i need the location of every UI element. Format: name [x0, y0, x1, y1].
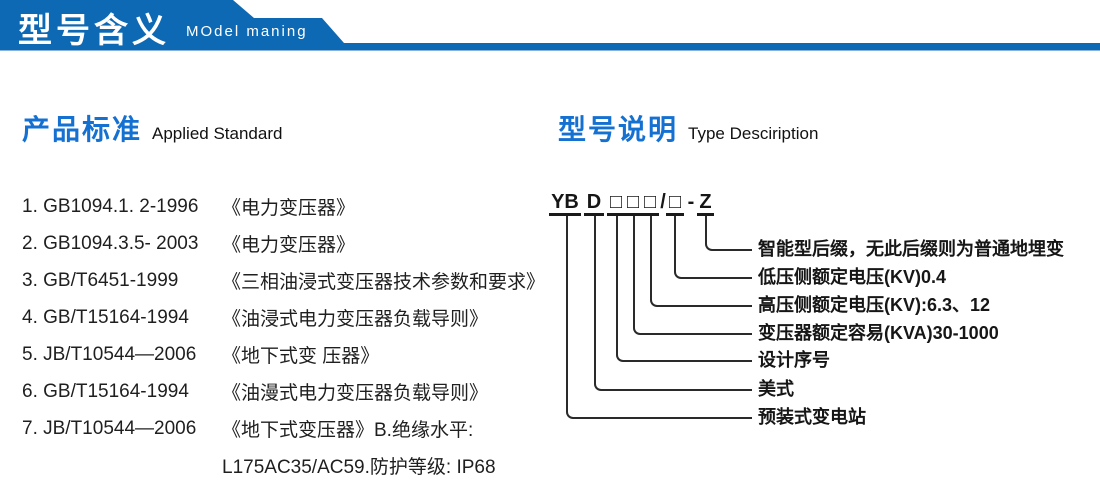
type-description-heading-zh: 型号说明 [558, 114, 679, 145]
standard-name: 《电力变压器》 [222, 198, 356, 219]
model-code-part-slash: / [660, 191, 666, 213]
standards-row: 5. JB/T10544—2006 《地下式变 压器》 [22, 336, 552, 373]
model-code-part-z: Z [697, 192, 714, 216]
standard-code: 1. GB1094.1. 2-1996 [22, 195, 199, 217]
connector-d [594, 216, 752, 391]
standard-code: 4. GB/T15164-1994 [22, 306, 189, 328]
standard-name: 《油漫式电力变压器负载导则》 [222, 383, 489, 404]
standards-row: 2. GB1094.3.5- 2003 《电力变压器》 [22, 225, 552, 262]
standard-name: 《油浸式电力变压器负载导则》 [222, 309, 489, 330]
model-code-part-box4: □ [666, 192, 684, 216]
type-description-heading-en: Type Desciription [688, 124, 819, 143]
header-banner: 型号含义 MOdel maning [0, 0, 1100, 52]
standard-code: 3. GB/T6451-1999 [22, 269, 179, 291]
label-rated-capacity: 变压器额定容易(KVA)30-1000 [758, 323, 999, 343]
standard-code: 7. JB/T10544—2006 [22, 417, 197, 439]
standards-row: 6. GB/T15164-1994 《油漫式电力变压器负载导则》 [22, 373, 552, 410]
standard-code: 5. JB/T10544—2006 [22, 343, 197, 365]
model-code-part-box2: □ [624, 192, 642, 216]
standards-row: 3. GB/T6451-1999 《三相油浸式变压器技术参数和要求》 [22, 262, 552, 299]
standards-row: 1. GB1094.1. 2-1996 《电力变压器》 [22, 188, 552, 225]
label-prefab-substation: 预装式变电站 [758, 407, 866, 427]
standards-heading: 产品标准 Applied Standard [22, 108, 282, 148]
label-american-style: 美式 [758, 379, 794, 399]
standards-row: 4. GB/T15164-1994 《油浸式电力变压器负载导则》 [22, 299, 552, 336]
model-code-part-d: D [584, 192, 604, 216]
connector-box4 [674, 216, 752, 279]
standard-name: 《电力变压器》 [222, 235, 356, 256]
standards-row: 7. JB/T10544—2006 《地下式变压器》B.绝缘水平: [22, 410, 552, 447]
connector-box1 [616, 216, 752, 362]
header-banner-shape [0, 0, 1100, 51]
standard-code: 2. GB1094.3.5- 2003 [22, 232, 199, 254]
standards-list: 1. GB1094.1. 2-1996 《电力变压器》 2. GB1094.3.… [22, 188, 552, 484]
standards-heading-en: Applied Standard [152, 124, 283, 143]
label-design-serial: 设计序号 [758, 350, 830, 370]
model-code-part-box1: □ [607, 192, 625, 216]
model-code-part-dash: - [687, 191, 695, 213]
standard-name: 《地下式变压器》B.绝缘水平: [222, 420, 474, 441]
standards-heading-zh: 产品标准 [22, 114, 143, 145]
connector-box2 [633, 216, 752, 335]
standard-name: 《地下式变 压器》 [222, 346, 380, 367]
page-title: 型号含义 [18, 12, 170, 50]
model-code-part-yb: YB [549, 192, 581, 216]
type-description-heading: 型号说明 Type Desciription [558, 108, 818, 148]
standard-name: 《三相油浸式变压器技术参数和要求》 [222, 272, 546, 293]
connector-box3 [650, 216, 752, 307]
standard-code: 6. GB/T15164-1994 [22, 380, 189, 402]
connector-yb [566, 216, 752, 419]
model-code-part-box3: □ [641, 192, 659, 216]
standards-row-continuation: L175AC35/AC59.防护等级: IP68 [22, 447, 552, 484]
label-smart-suffix: 智能型后缀，无此后缀则为普通地埋变 [758, 239, 1064, 259]
label-hv-voltage: 高压侧额定电压(KV):6.3、12 [758, 295, 991, 315]
standard-name: L175AC35/AC59.防护等级: IP68 [222, 457, 496, 478]
connector-z [705, 216, 752, 251]
label-lv-voltage: 低压侧额定电压(KV)0.4 [758, 267, 947, 287]
page-subtitle: MOdel maning [186, 23, 308, 40]
